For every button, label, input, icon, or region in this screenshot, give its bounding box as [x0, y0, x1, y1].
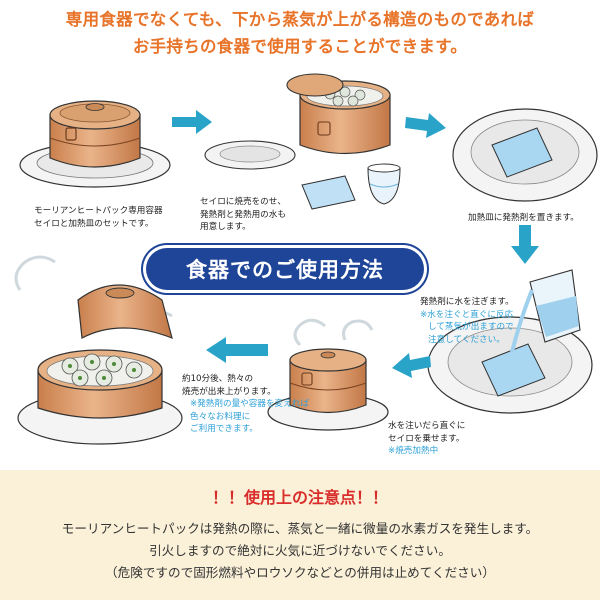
step1-line-2: セイロと加熱皿のセットです。 — [34, 218, 154, 229]
step6-caption: 約10分後、熱々の 焼売が出来上がります。 ※発熱剤の量や容器を変えれば 色々な… — [182, 373, 309, 436]
step4-line-1: 発熱剤に水を注ぎます。 — [420, 297, 514, 307]
arrow-left-icon — [206, 337, 268, 363]
header-line-1: 専用食器でなくても、下から蒸気が上がる構造のものであれば — [65, 10, 535, 29]
step2-ingredients-illustration — [204, 73, 401, 210]
step3-plate-packet-illustration — [452, 108, 598, 202]
step1-steamer-illustration — [19, 100, 171, 188]
step5-caption: 水を注いだら直ぐに セイロを乗せます。 ※焼売加熱中 — [388, 420, 465, 458]
step1-caption: モーリアンヒートパック専用容器 セイロと加熱皿のセットです。 — [34, 205, 163, 230]
step4-pour-water-illustration — [427, 269, 593, 414]
step5-line-1: 水を注いだら直ぐに — [388, 421, 466, 431]
step4-note-1: ※水を注ぐと直ぐに反応 — [420, 309, 514, 320]
arrow-right-icon — [172, 110, 212, 134]
step5-line-2: セイロを乗せます。 — [388, 433, 465, 444]
caution-notice: ！！使用上の注意点！！ モーリアンヒートパックは発熱の際に、蒸気と一緒に微量の水… — [0, 470, 600, 600]
header-line-2: お手持ちの食器で使用することができます。 — [132, 37, 468, 56]
illustration — [14, 73, 598, 445]
step6-note-2: 色々なお料理に — [190, 411, 251, 422]
step2-line-3: 用意します。 — [200, 222, 251, 232]
step4-caption: 発熱剤に水を注ぎます。 ※水を注ぐと直ぐに反応 して蒸気が出ますので 注意してく… — [420, 296, 514, 346]
step1-line-1: モーリアンヒートパック専用容器 — [34, 206, 163, 216]
arrow-down-icon — [511, 225, 539, 264]
step6-line-2: 焼売が出来上がります。 — [182, 386, 276, 397]
arrow-left-icon — [392, 353, 431, 378]
step2-caption: セイロに焼売をのせ、 発熱剤と発熱用の水も 用意します。 — [200, 196, 286, 234]
header: 専用食器でなくても、下から蒸気が上がる構造のものであれば お手持ちの食器で使用す… — [0, 6, 600, 60]
caution-title: ！！使用上の注意点！！ — [211, 488, 388, 507]
step2-line-2: 発熱剤と発熱用の水も — [200, 209, 286, 220]
arrow-right-icon — [405, 113, 446, 138]
step5-steaming-illustration — [267, 318, 389, 431]
step6-line-1: 約10分後、熱々の — [182, 374, 254, 384]
usage-banner: 食器でのご使用方法 — [146, 248, 424, 290]
caution-line-2: 引火しますので絶対に火気に近づけないでください。 — [149, 543, 451, 558]
step6-note-1: ※発熱剤の量や容器を変えれば — [190, 399, 309, 409]
step3-caption: 加熱皿に発熱剤を置きます。 — [468, 212, 579, 225]
step6-finished-shumai-illustration — [14, 255, 183, 445]
caution-line-1: モーリアンヒートパックは発熱の際に、蒸気と一緒に微量の水素ガスを発生します。 — [61, 521, 539, 536]
step3-line-1: 加熱皿に発熱剤を置きます。 — [468, 213, 579, 223]
caution-line-3: （危険ですので固形燃料やロウソクなどとの併用は止めてください） — [105, 565, 495, 580]
step4-note-3: 注意してください。 — [428, 334, 505, 345]
step6-note-3: ご利用できます。 — [190, 424, 258, 434]
step5-note-1: ※焼売加熱中 — [388, 446, 439, 456]
usage-banner-title: 食器でのご使用方法 — [186, 258, 384, 282]
step2-line-1: セイロに焼売をのせ、 — [200, 197, 286, 207]
step4-note-2: して蒸気が出ますので — [428, 322, 514, 332]
